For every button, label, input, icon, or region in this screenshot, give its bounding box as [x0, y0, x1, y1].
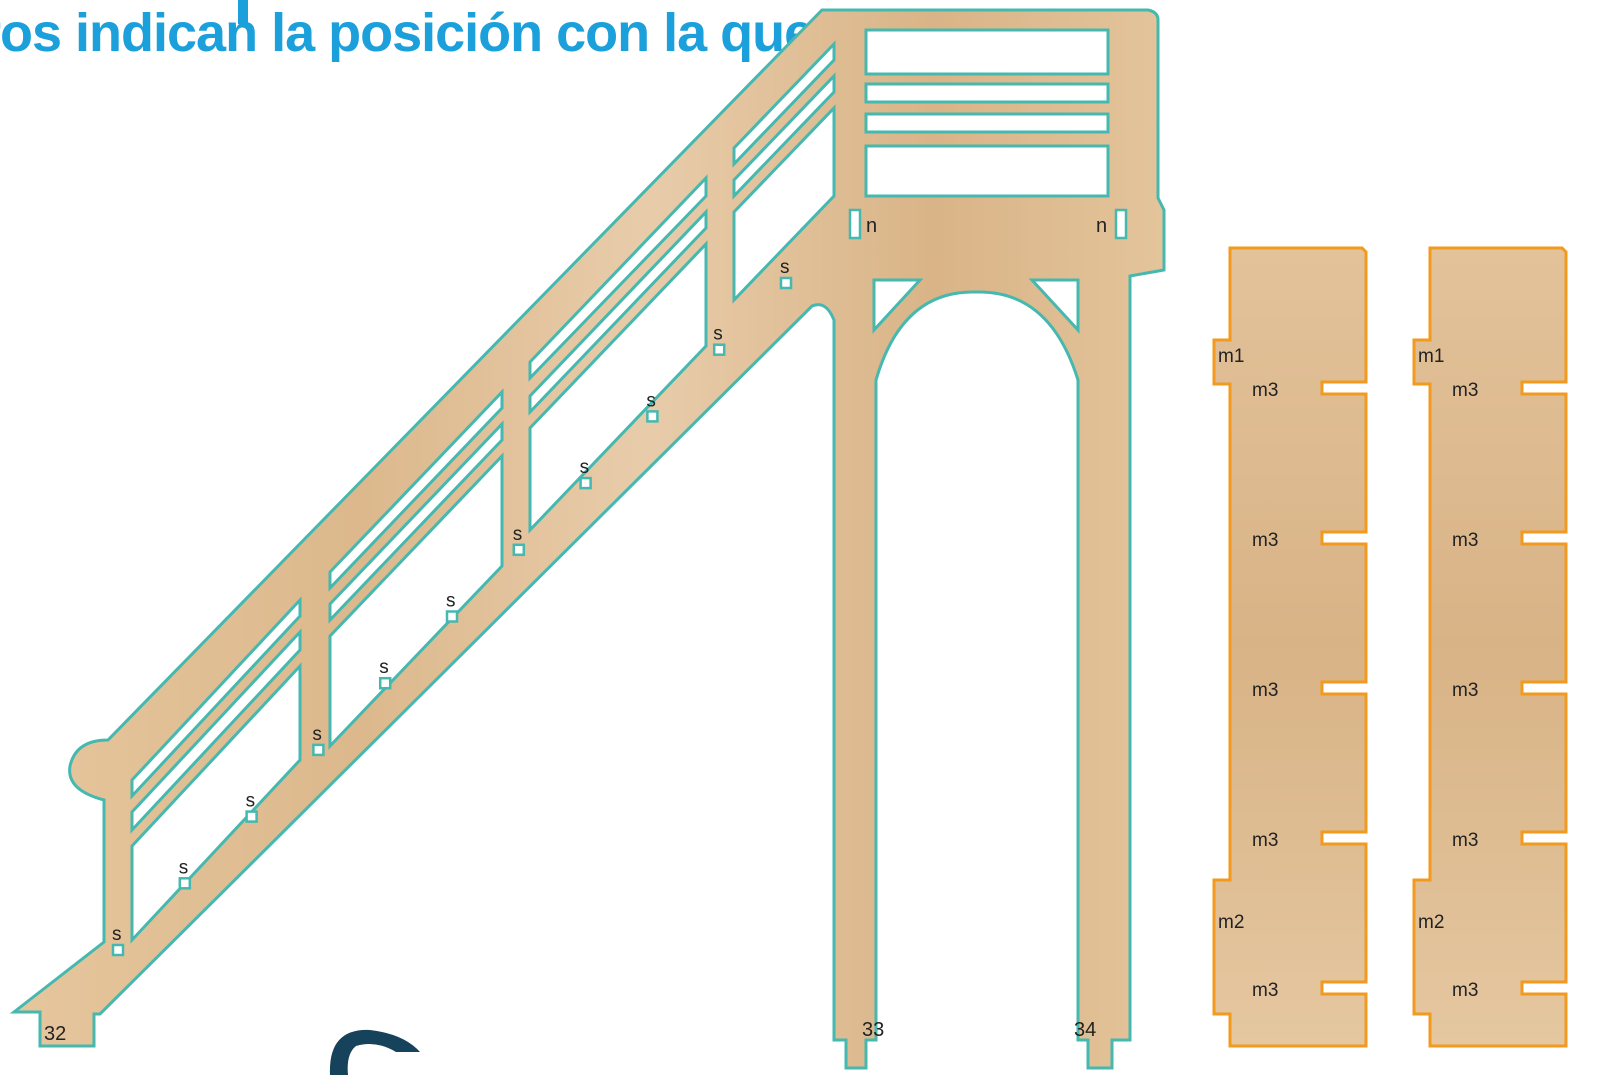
- panel-right-slot-1: m3: [1452, 380, 1478, 401]
- rail-openings: [130, 28, 1110, 944]
- step-slot-label: s: [780, 257, 790, 278]
- step-slot: [779, 276, 793, 290]
- panel-right-outline: [1412, 246, 1568, 1048]
- step-slot: [245, 810, 258, 823]
- panel-right-bottom-tab: m2: [1418, 912, 1444, 933]
- step-slot-label: s: [646, 390, 656, 411]
- step-slot-label: s: [312, 724, 322, 745]
- panel-right-slot-3: m3: [1452, 680, 1478, 701]
- step-slot-label: s: [580, 457, 590, 478]
- logo-partial: [329, 1029, 420, 1075]
- panel-right-slot-2: m3: [1452, 530, 1478, 551]
- heading-cursor-mark: [238, 0, 248, 24]
- panel-right: m1 m2 m3 m3 m3 m3 m3: [1412, 246, 1568, 1048]
- step-slot-label: s: [379, 657, 389, 678]
- right-leg-number: 34: [1074, 1019, 1096, 1041]
- step-slots: s s s s s s s s s s s: [111, 257, 793, 957]
- panel-left-bottom-tab: m2: [1218, 912, 1244, 933]
- panel-right-top-tab: m1: [1418, 346, 1444, 367]
- landing-slot-right: [1114, 208, 1128, 240]
- step-slot: [378, 676, 392, 690]
- stair-number: 32: [44, 1023, 66, 1045]
- step-slot-label: s: [179, 857, 189, 878]
- panel-left-slot-4: m3: [1252, 830, 1278, 851]
- step-slot-label: s: [112, 924, 122, 945]
- step-slot-label: s: [446, 591, 456, 612]
- landing-slot-label-left: n: [866, 215, 877, 237]
- step-slot-label: s: [713, 324, 723, 345]
- panel-left-top-tab: m1: [1218, 346, 1244, 367]
- step-slot: [579, 476, 592, 490]
- step-slot: [312, 743, 325, 757]
- step-slot: [512, 543, 526, 557]
- step-slot: [445, 610, 459, 623]
- panel-right-slot-5: m3: [1452, 980, 1478, 1001]
- panel-left: m1 m2 m3 m3 m3 m3 m3: [1212, 246, 1368, 1048]
- landing-slot-label-right: n: [1096, 215, 1107, 237]
- stair-piece: s s s s s s s s s s s n n 32 33 34: [9, 8, 1166, 1070]
- panel-left-slot-1: m3: [1252, 380, 1278, 401]
- step-slot: [712, 343, 726, 356]
- step-slot-label: s: [246, 791, 256, 812]
- panel-left-slot-2: m3: [1252, 530, 1278, 551]
- panel-left-slot-3: m3: [1252, 680, 1278, 701]
- left-leg-number: 33: [862, 1019, 884, 1041]
- panel-left-slot-5: m3: [1252, 980, 1278, 1001]
- step-slot-label: s: [513, 524, 523, 545]
- stair-outline: [9, 8, 1166, 1070]
- page-heading: ros indican la posición con la que van: [0, 3, 918, 63]
- landing-slot-left: [848, 208, 862, 240]
- step-slot: [111, 943, 125, 957]
- panel-right-slot-4: m3: [1452, 830, 1478, 851]
- step-slot: [178, 877, 192, 890]
- panel-left-outline: [1212, 246, 1368, 1048]
- step-slot: [646, 410, 659, 423]
